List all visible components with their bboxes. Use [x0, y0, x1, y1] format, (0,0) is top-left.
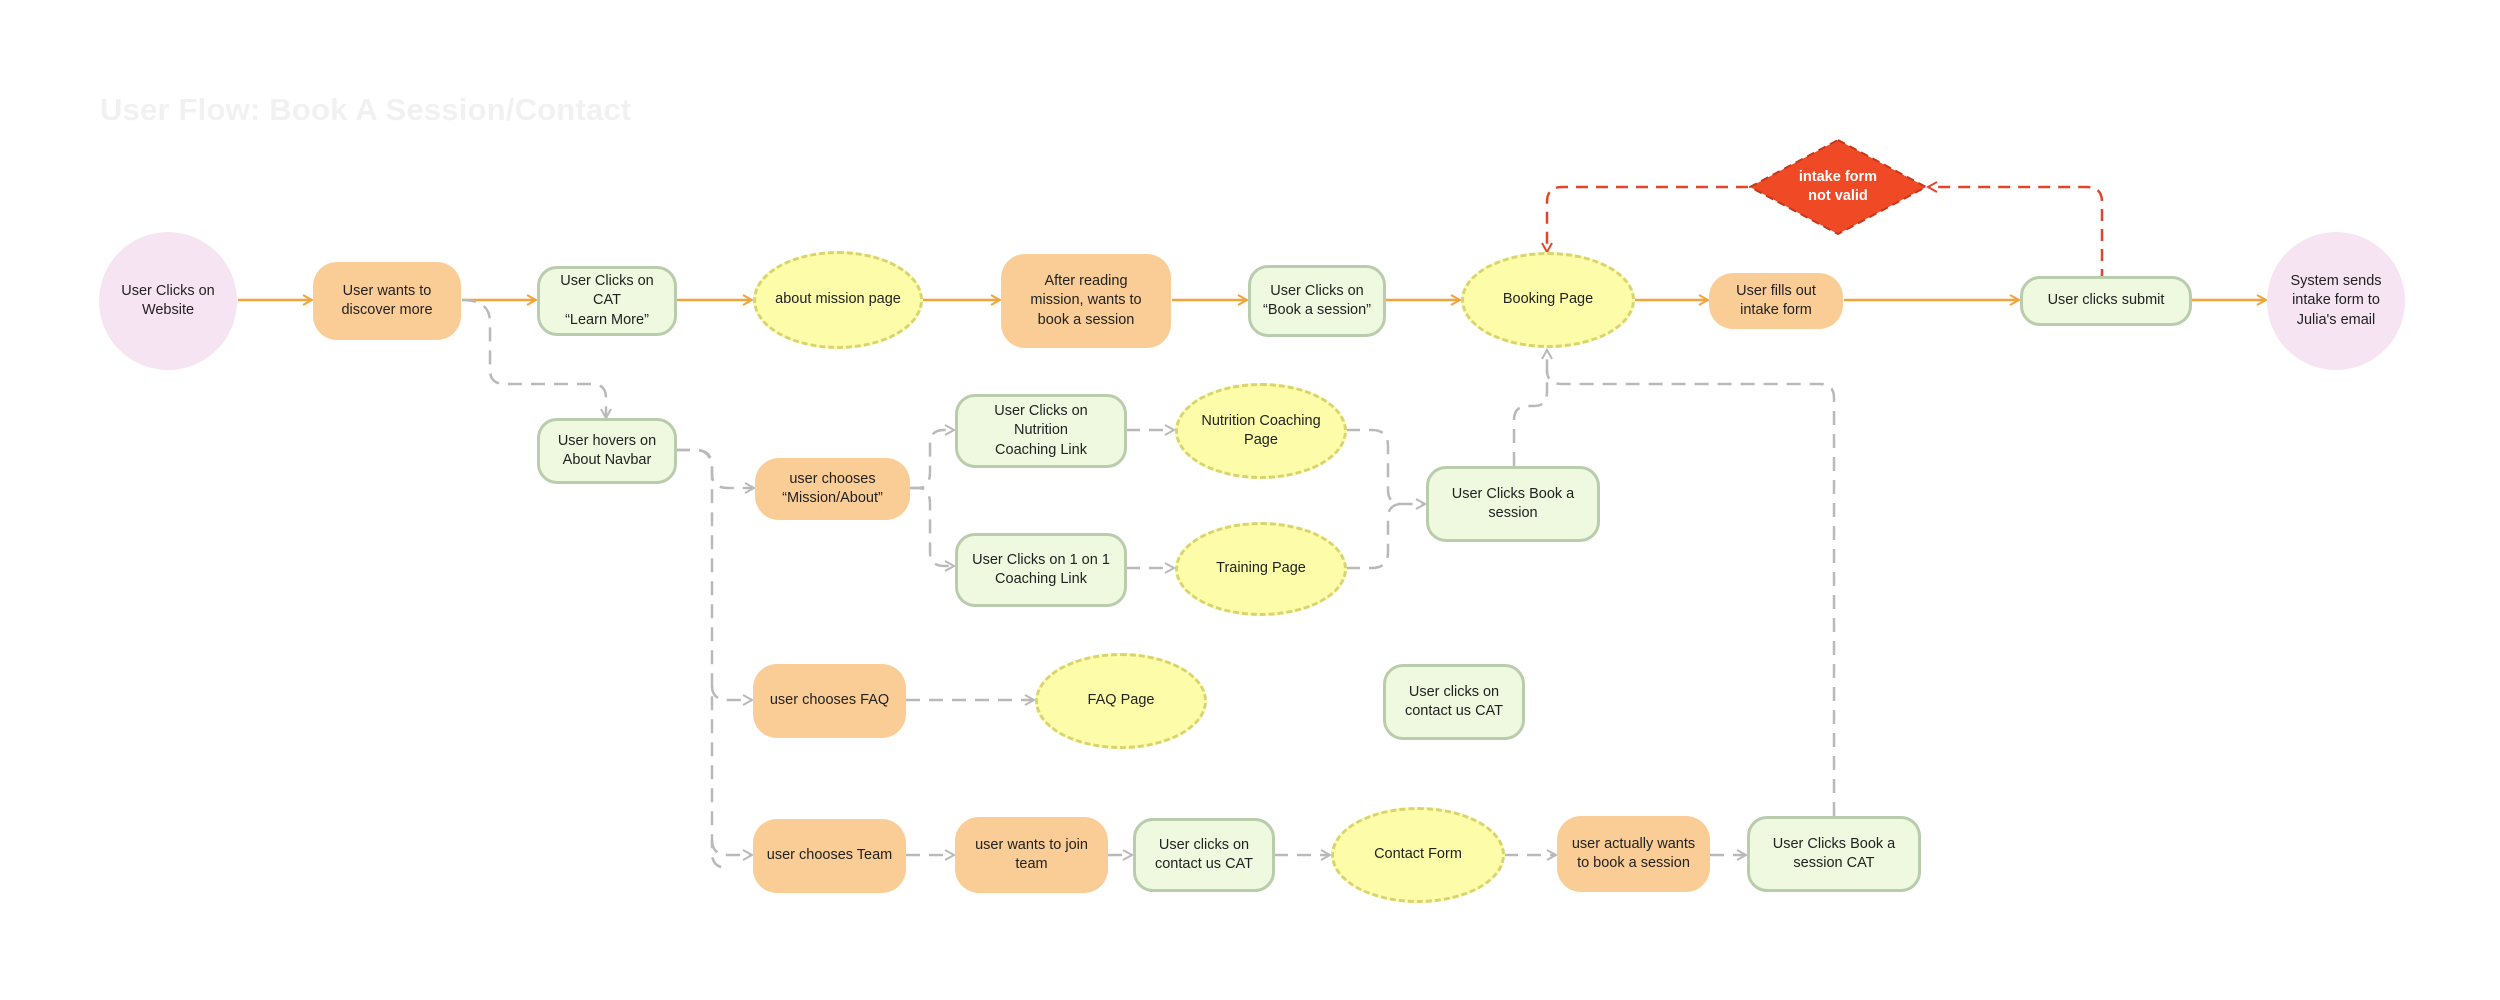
edge-hovers-branch: [676, 448, 729, 870]
join-team-node: user wants to join team: [955, 817, 1108, 893]
chooses-team-node: user chooses Team: [753, 819, 906, 893]
nutrition-page-node: Nutrition Coaching Page: [1175, 383, 1347, 479]
clicks-submit-node: User clicks submit: [2020, 276, 2192, 326]
learn-more-cat-node: User Clicks on CAT “Learn More”: [537, 266, 677, 336]
about-mission-page-node: about mission page: [753, 251, 923, 349]
intake-invalid-decision: intake form not valid: [1748, 138, 1928, 236]
book-session-click-node: User Clicks on “Book a session”: [1248, 265, 1386, 337]
book-a-session-click-node: User Clicks Book a session: [1426, 466, 1600, 542]
discover-more-node: User wants to discover more: [313, 262, 461, 340]
edge-mission-nutrition: [910, 430, 954, 490]
diagram-title: User Flow: Book A Session/Contact: [100, 92, 632, 127]
hovers-about-node: User hovers on About Navbar: [537, 418, 677, 484]
training-page-node: Training Page: [1175, 522, 1347, 616]
contact-us-cat-lone-node: User clicks on contact us CAT: [1383, 664, 1525, 740]
nutrition-link-node: User Clicks on Nutrition Coaching Link: [955, 394, 1127, 468]
edge-branch-faq: [710, 685, 752, 700]
edge-branch-team: [710, 839, 752, 855]
after-reading-node: After reading mission, wants to book a s…: [1001, 254, 1171, 348]
contact-us-cat-node: User clicks on contact us CAT: [1133, 818, 1275, 892]
contact-form-node: Contact Form: [1331, 807, 1505, 903]
fills-intake-node: User fills out intake form: [1709, 273, 1843, 329]
edge-invalid-bookingpage: [1547, 185, 1748, 252]
system-sends-node: System sends intake form to Julia's emai…: [2267, 232, 2405, 370]
faq-page-node: FAQ Page: [1035, 653, 1207, 749]
edge-booksession-bookingpage: [1512, 350, 1547, 466]
start-node: User Clicks on Website: [99, 232, 237, 370]
edge-submit-invalid: [1928, 187, 2104, 281]
book-session-cat-node: User Clicks Book a session CAT: [1747, 816, 1921, 892]
actually-book-node: user actually wants to book a session: [1557, 816, 1710, 892]
edge-hovers-mission: [676, 448, 754, 488]
booking-page-node: Booking Page: [1461, 252, 1635, 348]
chooses-mission-node: user chooses “Mission/About”: [755, 458, 910, 520]
edge-nutritionpage-booksession: [1346, 428, 1425, 504]
decision-diamond-shape: [1749, 139, 1927, 235]
one-on-one-link-node: User Clicks on 1 on 1 Coaching Link: [955, 533, 1127, 607]
edge-discover-hovers: [461, 298, 606, 418]
chooses-faq-node: user chooses FAQ: [753, 664, 906, 738]
edge-bookcat-bookingpage: [1545, 369, 1836, 816]
edge-training-booksession: [1346, 502, 1403, 570]
edge-mission-oneonone: [910, 486, 954, 566]
